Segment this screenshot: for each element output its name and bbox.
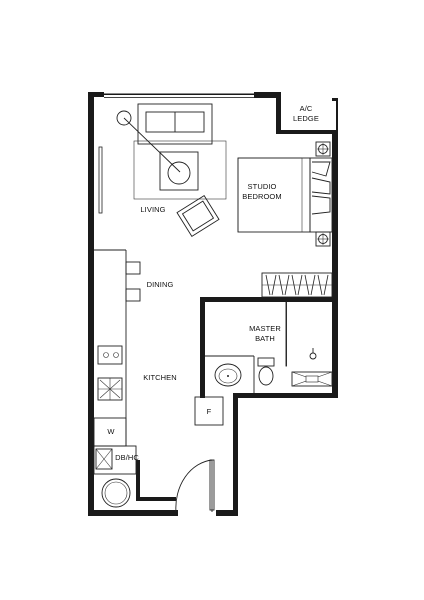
bed: [237, 141, 333, 247]
kitchen-counter: [94, 249, 141, 447]
label-studio-line1: STUDIO: [248, 182, 277, 191]
label-master-line2: BATH: [255, 334, 275, 343]
exterior-walls: [88, 92, 338, 516]
label-master-line1: MASTER: [249, 324, 281, 333]
bath-fixtures: [205, 348, 333, 393]
room-labels: A/C LEDGE STUDIO BEDROOM LIVING DINING M…: [107, 104, 319, 462]
label-studio-line2: BEDROOM: [242, 192, 281, 201]
entrance-door: [175, 459, 215, 513]
label-fridge: F: [207, 407, 212, 416]
entry-round-fixture: [101, 478, 131, 508]
label-washer: W: [107, 427, 115, 436]
db-hc-closet: [93, 445, 137, 475]
label-ac-ledge-line1: A/C: [300, 104, 313, 113]
living-furniture: [116, 103, 227, 237]
label-db-hc: DB/HC: [115, 453, 139, 462]
label-ac-ledge-line2: LEDGE: [293, 114, 319, 123]
fridge: [194, 396, 224, 426]
label-dining: DINING: [147, 280, 174, 289]
label-kitchen: KITCHEN: [143, 373, 177, 382]
left-window: [98, 146, 103, 214]
label-living: LIVING: [140, 205, 165, 214]
wardrobe: [261, 272, 333, 298]
